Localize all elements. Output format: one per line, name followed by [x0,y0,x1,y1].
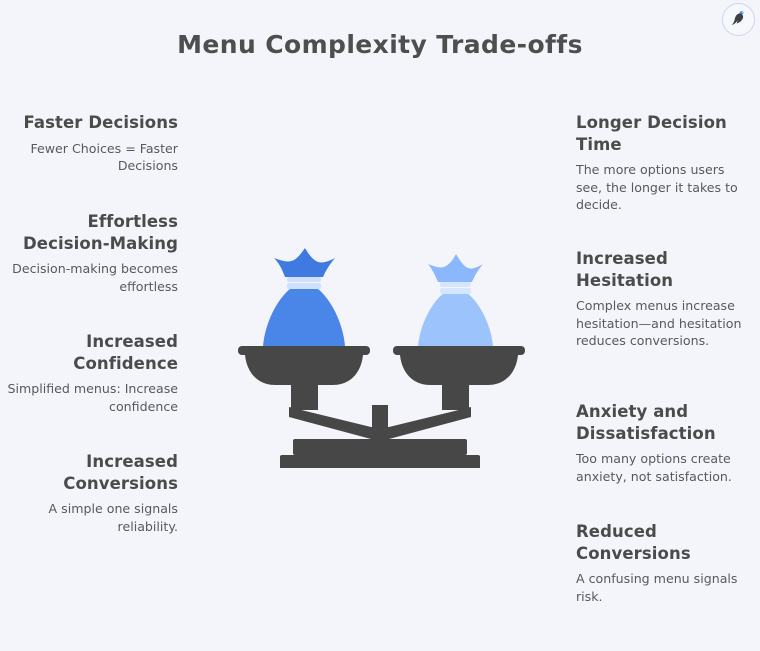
drawback-description: Complex menus increase hesitation—and he… [576,298,742,348]
benefit-title: Faster Decisions [23,113,178,132]
benefit-description: Fewer Choices = Faster Decisions [30,140,178,174]
benefit-description: Simplified menus: Increase confidence [7,381,178,414]
drawback-item-reduced-conversions: Reduced Conversions A confusing menu sig… [576,521,754,605]
benefit-item-increased-confidence: Increased Confidence Simplified menus: I… [0,331,178,415]
benefit-description: Decision-making becomes effortless [12,261,178,294]
benefit-title: Increased Confidence [73,332,178,373]
benefit-title: Increased Conversions [63,452,178,493]
brand-badge[interactable] [722,3,755,36]
drawback-item-longer-decision-time: Longer Decision Time The more options us… [576,112,754,214]
drawback-title: Anxiety and Dissatisfaction [576,402,716,443]
drawback-description: The more options users see, the longer i… [576,162,738,212]
left-money-bag-icon [263,248,345,346]
drawback-item-increased-hesitation: Increased Hesitation Complex menus incre… [576,248,754,350]
drawback-title: Increased Hesitation [576,249,674,290]
drawback-title: Longer Decision Time [576,113,727,154]
right-money-bag-icon [418,254,493,346]
drawback-item-anxiety-and-dissatisfaction: Anxiety and Dissatisfaction Too many opt… [576,401,754,485]
benefit-item-faster-decisions: Faster Decisions Fewer Choices = Faster … [0,112,178,175]
drawback-description: A confusing menu signals risk. [576,571,738,604]
page-title: Menu Complexity Trade-offs [177,30,583,59]
benefit-item-effortless-decision-making: Effortless Decision-Making Decision-maki… [0,211,178,295]
bird-logo-icon [728,9,749,30]
benefit-item-increased-conversions: Increased Conversions A simple one signa… [0,451,178,535]
scale-frame [238,346,525,468]
benefit-title: Effortless Decision-Making [23,212,178,253]
benefit-description: A simple one signals reliability. [48,501,178,534]
drawback-title: Reduced Conversions [576,522,691,563]
balance-scale-illustration [225,243,535,468]
drawback-description: Too many options create anxiety, not sat… [576,451,732,484]
